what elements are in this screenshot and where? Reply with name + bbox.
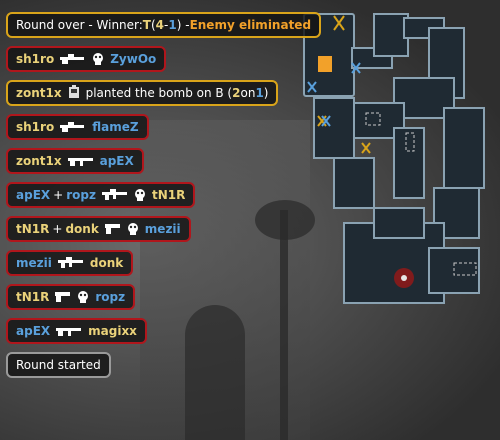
victim-name: magixx bbox=[88, 324, 137, 338]
background-palm-trunk bbox=[280, 210, 288, 440]
kill-entry: sh1ro ZywOo bbox=[6, 46, 167, 72]
headshot-icon bbox=[92, 52, 104, 66]
round-started-text: Round started bbox=[16, 358, 101, 372]
kill-entry: zont1x apEX bbox=[6, 148, 144, 174]
kill-entry: tN1R ropz bbox=[6, 284, 136, 310]
score-t: 4 bbox=[155, 18, 165, 32]
ak47-icon bbox=[56, 325, 82, 337]
radar-minimap bbox=[303, 13, 485, 304]
headshot-icon bbox=[127, 222, 139, 236]
killer-name: apEX bbox=[16, 188, 51, 202]
round-started-notice: Round started bbox=[6, 352, 111, 378]
awp-icon bbox=[60, 121, 86, 133]
killer-name: mezii bbox=[16, 256, 52, 270]
kill-entry: apEX magixx bbox=[6, 318, 147, 344]
killer-name: tN1R bbox=[16, 290, 50, 304]
bomb-plant-text: planted the bomb on B ( bbox=[85, 86, 233, 100]
round-over-notice: Round over - Winner: T (4 - 1) - Enemy e… bbox=[6, 12, 322, 38]
kill-entry: tN1R + donk mezii bbox=[6, 216, 191, 242]
headshot-icon bbox=[77, 290, 89, 304]
killer-name: sh1ro bbox=[16, 52, 55, 66]
killer-name: tN1R bbox=[16, 222, 50, 236]
ak47-icon bbox=[67, 155, 94, 167]
m4-icon bbox=[101, 189, 128, 201]
victim-name: flameZ bbox=[92, 120, 139, 134]
victim-name: mezii bbox=[144, 222, 181, 236]
killer-name: zont1x bbox=[16, 154, 62, 168]
bomb-icon bbox=[68, 84, 80, 102]
bomb-site-marker bbox=[318, 56, 332, 72]
awp-icon bbox=[60, 53, 86, 65]
kill-entry: mezii donk bbox=[6, 250, 134, 276]
killer-name: sh1ro bbox=[16, 120, 55, 134]
score-ct: 1 bbox=[168, 18, 177, 32]
victim-name: ropz bbox=[95, 290, 126, 304]
victim-name: donk bbox=[89, 256, 124, 270]
m4-icon bbox=[57, 257, 84, 269]
assister-name: ropz bbox=[66, 188, 96, 202]
deagle-icon bbox=[104, 223, 121, 235]
round-winner: T bbox=[142, 18, 151, 32]
planter-name: zont1x bbox=[16, 86, 62, 100]
victim-name: tN1R bbox=[151, 188, 186, 202]
kill-entry: apEX + ropz tN1R bbox=[6, 182, 196, 208]
assister-name: donk bbox=[65, 222, 99, 236]
headshot-icon bbox=[134, 188, 146, 202]
kill-entry: sh1ro flameZ bbox=[6, 114, 149, 140]
background-archway bbox=[185, 305, 245, 440]
round-end-reason: Enemy eliminated bbox=[189, 18, 312, 32]
deagle-icon bbox=[55, 291, 71, 303]
victim-name: ZywOo bbox=[110, 52, 157, 66]
round-over-prefix: Round over - Winner: bbox=[16, 18, 143, 32]
killer-name: apEX bbox=[16, 324, 51, 338]
victim-name: apEX bbox=[99, 154, 134, 168]
